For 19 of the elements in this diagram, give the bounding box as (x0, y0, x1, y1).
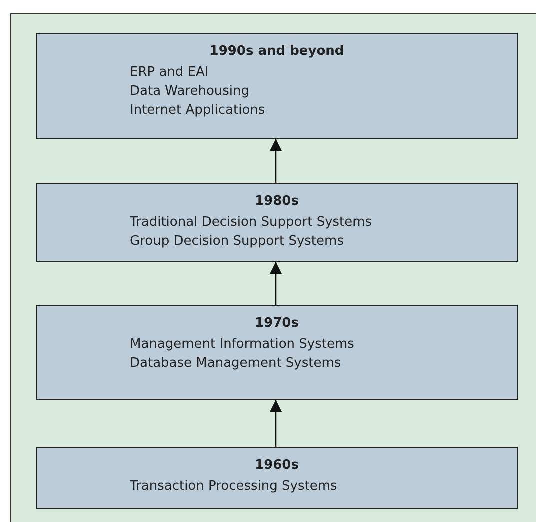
system-type: Traditional Decision Support Systems (130, 214, 372, 232)
arrow (270, 400, 282, 447)
era-box (36, 447, 518, 509)
arrow (270, 139, 282, 183)
era-heading: 1960s (254, 457, 300, 475)
era-heading: 1970s (254, 315, 300, 333)
era-heading: 1980s (254, 193, 300, 211)
system-type: Database Management Systems (130, 355, 342, 373)
system-type: Group Decision Support Systems (130, 233, 344, 251)
era-box (36, 183, 518, 262)
system-type: Internet Applications (130, 102, 266, 120)
era-box (36, 33, 518, 139)
system-type: Transaction Processing Systems (130, 478, 338, 496)
system-type: Management Information Systems (130, 336, 354, 354)
era-heading: 1990s and beyond (208, 43, 346, 61)
system-type: Data Warehousing (130, 83, 250, 101)
arrow (270, 262, 282, 305)
era-box (36, 305, 518, 400)
system-type: ERP and EAI (130, 64, 209, 82)
